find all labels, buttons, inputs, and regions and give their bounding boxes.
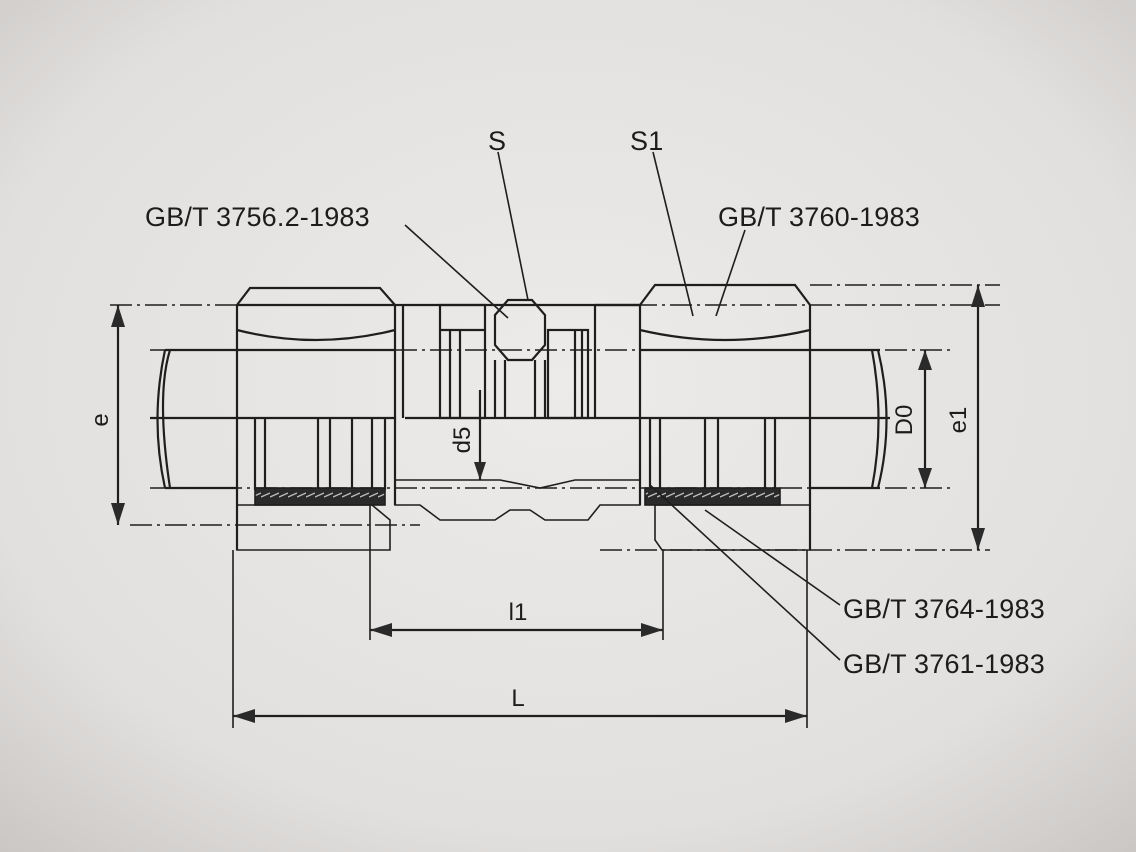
label-gb-3760: GB/T 3760-1983 <box>718 202 920 232</box>
label-gb-3756: GB/T 3756.2-1983 <box>145 202 370 232</box>
centre-lines <box>110 284 1000 551</box>
dimension-e <box>111 305 125 525</box>
dim-e1-label: e1 <box>945 407 972 434</box>
label-gb-3764: GB/T 3764-1983 <box>843 594 1045 624</box>
dim-e-label: e <box>87 413 114 426</box>
dimension-e1 <box>971 285 985 550</box>
label-gb-3761: GB/T 3761-1983 <box>843 649 1045 679</box>
dim-d0-label: D0 <box>891 405 918 436</box>
dimension-d5 <box>474 390 486 480</box>
label-s: S <box>488 126 506 156</box>
dim-d5-label: d5 <box>449 427 476 454</box>
dimension-l <box>232 550 808 728</box>
leader-lines <box>404 151 841 661</box>
label-s1: S1 <box>630 126 663 156</box>
dim-l1-label: l1 <box>509 599 528 626</box>
dimension-d0 <box>918 350 932 488</box>
right-thread <box>644 418 781 506</box>
dimension-l1 <box>369 505 664 640</box>
dim-l-label: L <box>511 685 524 712</box>
left-thread <box>253 418 387 506</box>
